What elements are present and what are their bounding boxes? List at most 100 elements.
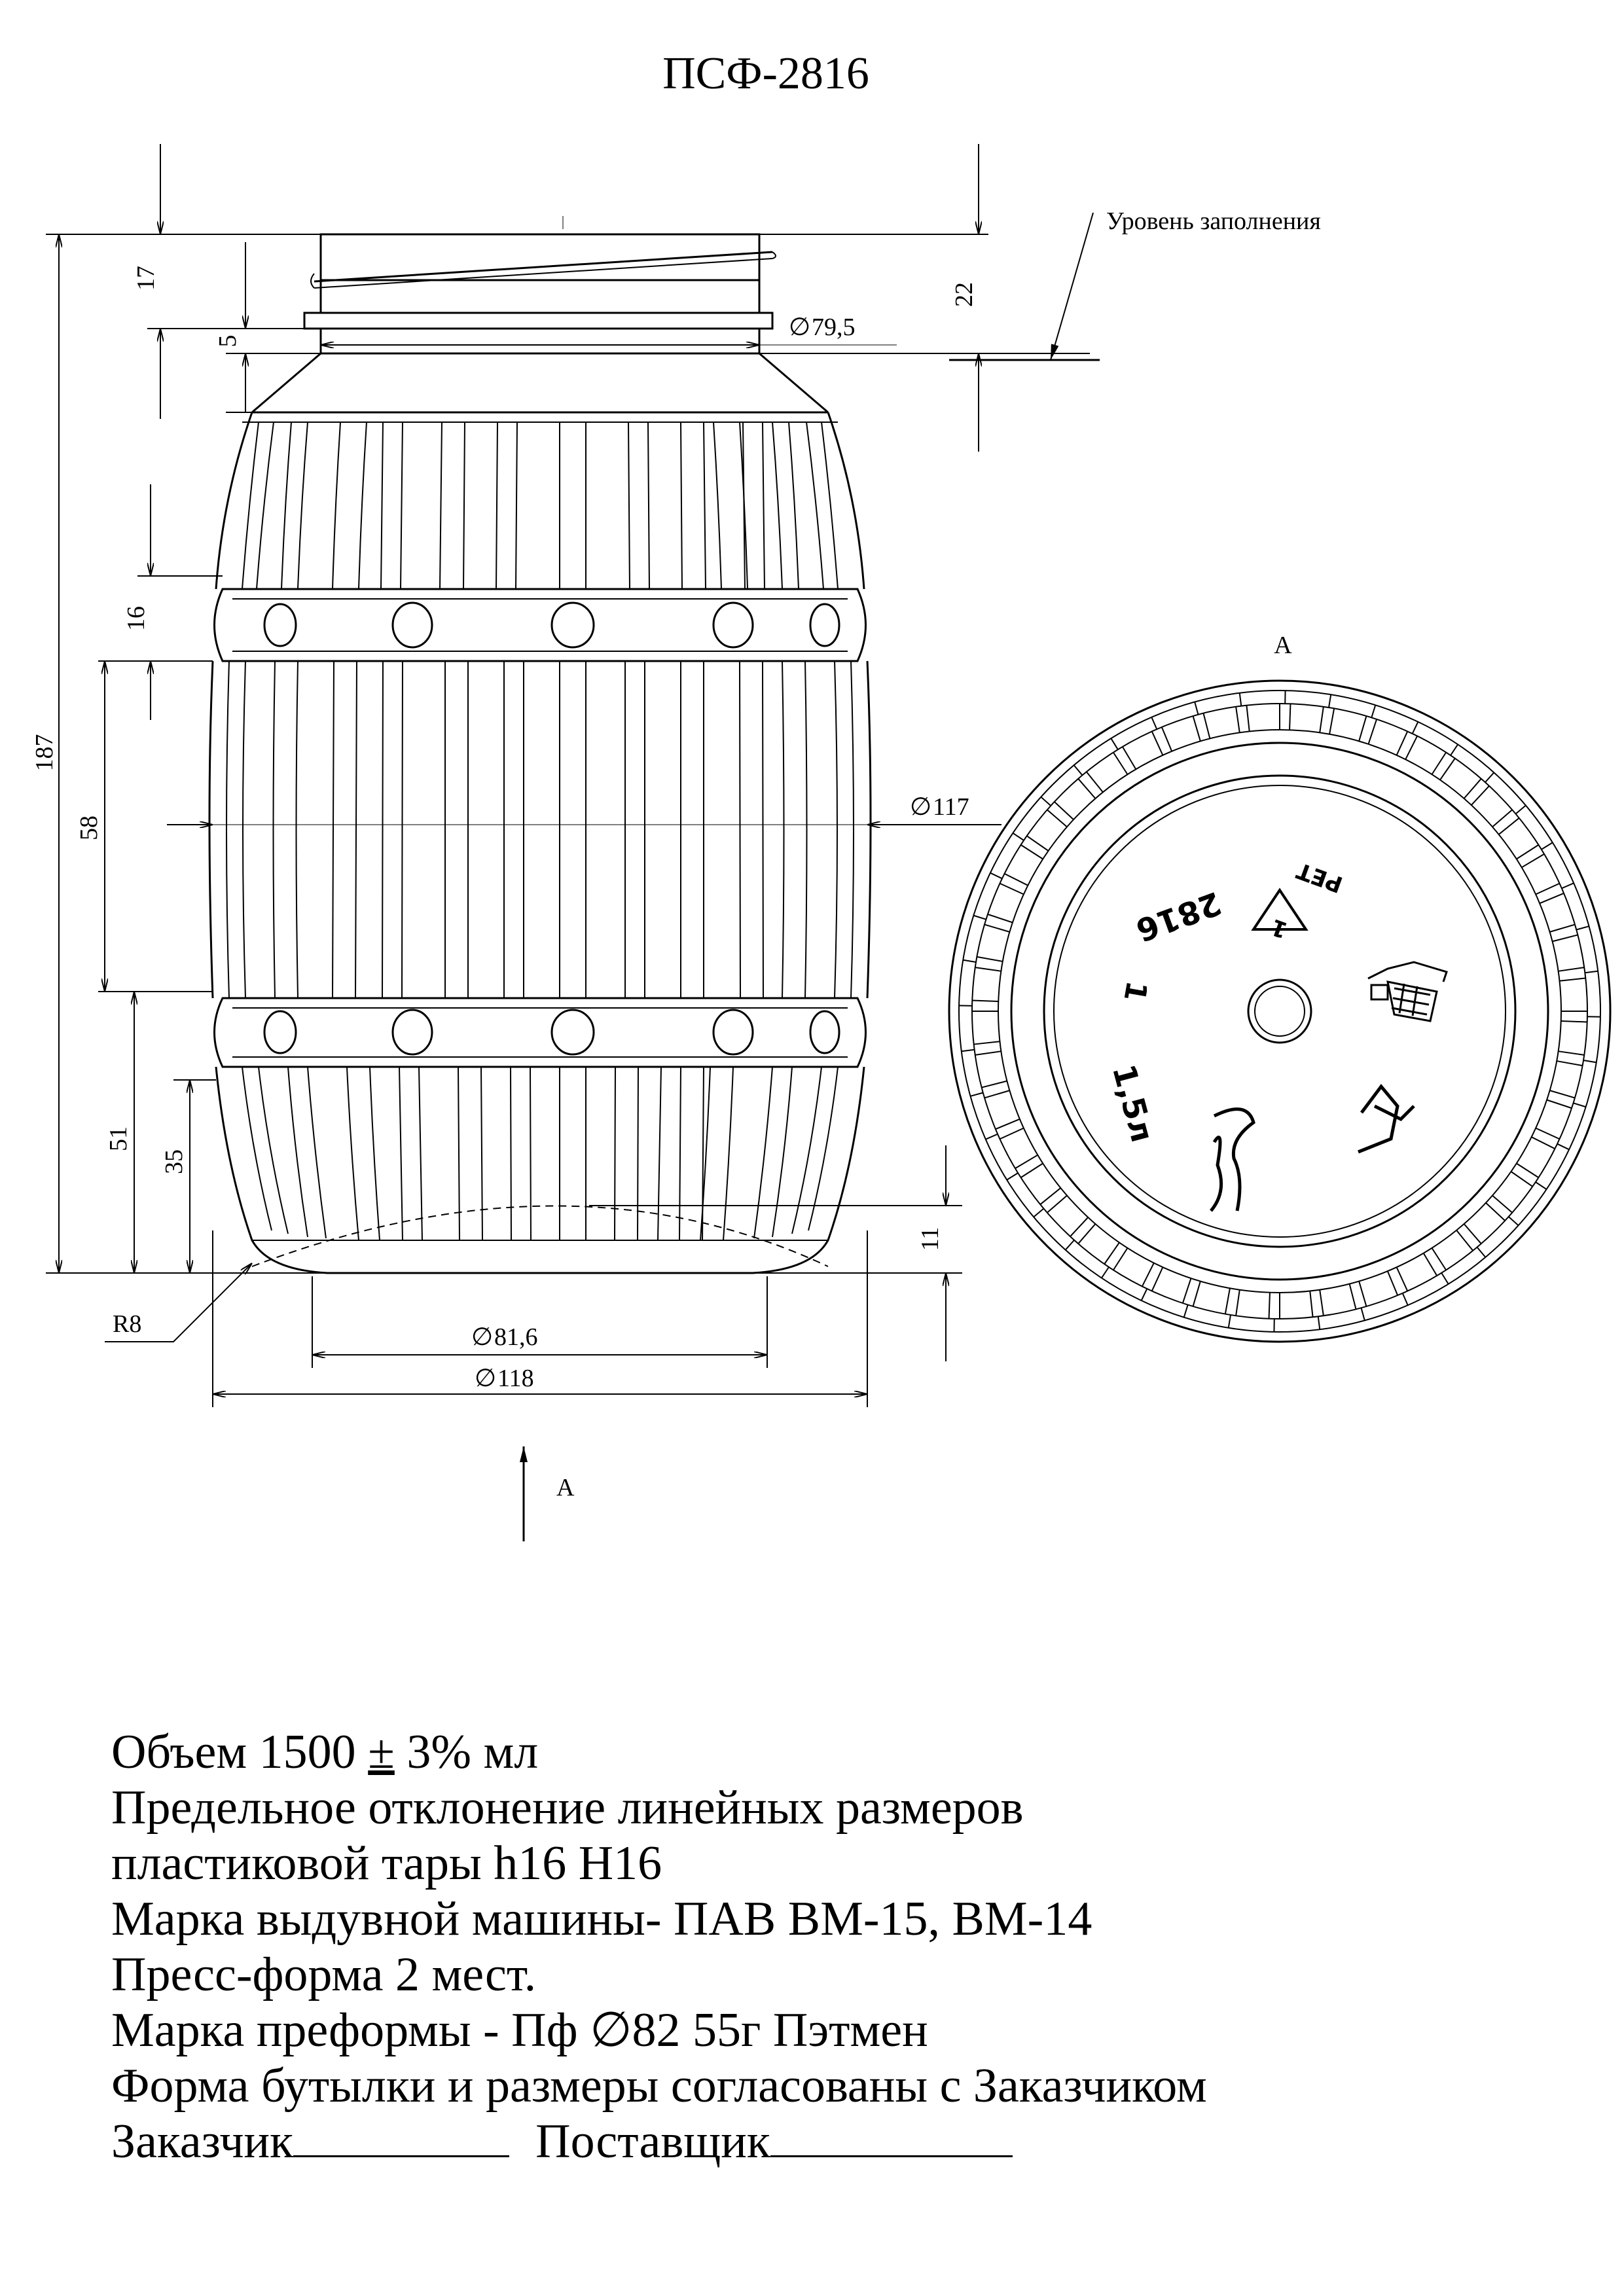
diameter-118: ∅ 118 bbox=[475, 1365, 534, 1392]
bottom-rib-tip bbox=[1110, 738, 1119, 750]
bottom-rib-tip bbox=[1151, 717, 1158, 730]
dim-17: 17 bbox=[132, 266, 160, 291]
bottom-rib bbox=[1235, 1289, 1240, 1316]
bottom-rib bbox=[1386, 1270, 1399, 1296]
bottom-rib bbox=[1000, 882, 1024, 895]
bottom-rib bbox=[1192, 1281, 1201, 1307]
bottom-rib-tip bbox=[1183, 1304, 1189, 1318]
bottom-rib bbox=[1054, 801, 1074, 820]
bottom-rib-tip bbox=[1411, 721, 1419, 734]
svg-text:1: 1 bbox=[1267, 913, 1291, 943]
bottom-rib bbox=[1113, 752, 1128, 775]
bottom-rib bbox=[1113, 1247, 1128, 1270]
customer-signature-line bbox=[293, 2155, 510, 2157]
bottom-rib-tip bbox=[1040, 796, 1051, 806]
customer-label: Заказчик bbox=[111, 2115, 294, 2168]
bottom-rib-tip bbox=[1535, 1181, 1547, 1190]
bottom-rib bbox=[1142, 1263, 1155, 1287]
bottom-rib bbox=[977, 956, 1003, 962]
bottom-rib bbox=[1559, 977, 1586, 982]
svg-text:81,6: 81,6 bbox=[494, 1323, 538, 1351]
trash-bin-icon bbox=[1367, 961, 1448, 1022]
bottom-rib bbox=[1539, 892, 1564, 905]
bottom-rib bbox=[1439, 758, 1456, 781]
bottom-rib bbox=[1246, 705, 1250, 732]
bottom-rib bbox=[1463, 1223, 1482, 1244]
bottom-rib bbox=[1309, 1291, 1314, 1318]
cavity-number: 1 bbox=[1117, 978, 1154, 1004]
bottom-rib bbox=[1521, 853, 1545, 869]
dimension-labels: 187 17 5 22 16 58 51 35 11 ∅ 79,5 ∅ 117 … bbox=[31, 207, 1321, 1501]
bottom-rib bbox=[1348, 1283, 1357, 1310]
bottom-rib-tip bbox=[985, 1133, 998, 1140]
plus-minus-icon: ± bbox=[368, 1725, 395, 1779]
bottom-rib bbox=[1015, 1154, 1038, 1169]
diameter-icon: ∅ bbox=[475, 1365, 496, 1392]
view-a-label: А bbox=[1274, 632, 1292, 659]
bottom-rib bbox=[1358, 715, 1367, 742]
bottom-rib bbox=[1396, 731, 1409, 756]
bottom-rib-tip bbox=[1073, 764, 1083, 776]
diameter-81-6: ∅ 81,6 bbox=[471, 1323, 538, 1351]
bottom-rib-tip bbox=[1508, 1216, 1519, 1227]
dim-5: 5 bbox=[214, 335, 242, 348]
bottom-rib bbox=[1396, 1266, 1409, 1291]
dim-35: 35 bbox=[160, 1149, 188, 1174]
bottom-rib bbox=[1039, 1187, 1062, 1205]
bottom-rib bbox=[1492, 809, 1513, 828]
bottom-rib bbox=[1319, 706, 1324, 733]
bottom-rib-tip bbox=[1101, 1266, 1110, 1279]
bottom-rib-tip bbox=[1557, 1143, 1570, 1151]
bottom-rib bbox=[1026, 835, 1049, 852]
dim-187: 187 bbox=[31, 734, 58, 772]
bottom-rib bbox=[1549, 1090, 1576, 1099]
bottom-rib bbox=[1510, 1171, 1533, 1187]
fill-level-label: Уровень заполнения bbox=[1106, 207, 1321, 235]
bottom-rib-tip bbox=[1441, 1272, 1449, 1285]
drawing-notes: Объем 1500 ± 3% мл Предельное отклонение… bbox=[111, 1725, 1584, 2170]
dim-58: 58 bbox=[75, 816, 103, 840]
bottom-rib bbox=[1471, 785, 1490, 806]
note-preform: Марка преформы - Пф ∅82 55г Пэтмен bbox=[111, 2003, 928, 2057]
bottom-rib bbox=[1020, 844, 1043, 860]
bottom-rib bbox=[1070, 1217, 1089, 1237]
svg-text:PET: PET bbox=[1293, 857, 1346, 897]
bottom-view-a bbox=[948, 679, 1612, 1343]
bottom-rib-tip bbox=[1064, 1240, 1075, 1251]
bottom-rib bbox=[1104, 1242, 1120, 1265]
diameter-icon: ∅ bbox=[910, 793, 931, 821]
bottom-rib-tip bbox=[1033, 1208, 1045, 1218]
bottom-rib-tip bbox=[961, 1049, 975, 1052]
svg-text:118: 118 bbox=[497, 1365, 534, 1392]
radius-label: R8 bbox=[113, 1310, 141, 1338]
diameter-icon: ∅ bbox=[471, 1323, 493, 1351]
bottom-rib bbox=[1192, 715, 1201, 742]
bottom-rib bbox=[1422, 1253, 1437, 1276]
bottom-rib bbox=[1549, 924, 1576, 933]
bottom-rib bbox=[1329, 708, 1335, 734]
bottom-rib bbox=[1077, 1223, 1096, 1244]
note-machine: Марка выдувной машины- ПАВ ВМ-15, ВМ-14 bbox=[111, 1892, 1092, 1946]
bottom-rib bbox=[1485, 1202, 1506, 1221]
bottom-rib-tip bbox=[1576, 925, 1589, 931]
bottom-rib bbox=[1558, 1050, 1585, 1056]
bottom-rib bbox=[1182, 1278, 1192, 1304]
bottom-rib-tip bbox=[1371, 705, 1377, 718]
bottom-rib-tip bbox=[1583, 1060, 1597, 1064]
bottom-rib-tip bbox=[1476, 1246, 1487, 1258]
bottom-rib bbox=[1516, 1162, 1539, 1178]
bottom-rib bbox=[1004, 873, 1028, 886]
volume-mark: 1,5л bbox=[1105, 1061, 1161, 1147]
bottom-rib bbox=[1047, 1194, 1068, 1213]
bottom-rib bbox=[1367, 719, 1378, 745]
diameter-79-5: ∅ 79,5 bbox=[789, 314, 856, 341]
bottom-rib bbox=[1202, 713, 1211, 739]
manufacturer-logo-icon bbox=[1210, 1107, 1255, 1212]
bottom-rib-tip bbox=[1561, 882, 1574, 889]
bottom-markings: 2816 1 1,5л PET 1 bbox=[1105, 857, 1448, 1212]
bottom-rib bbox=[984, 1090, 1010, 1099]
bottom-rib bbox=[1268, 1292, 1271, 1319]
bottom-rib-tip bbox=[1401, 1293, 1409, 1306]
bottom-rib bbox=[1020, 1162, 1043, 1178]
bottom-rib bbox=[1552, 934, 1578, 942]
